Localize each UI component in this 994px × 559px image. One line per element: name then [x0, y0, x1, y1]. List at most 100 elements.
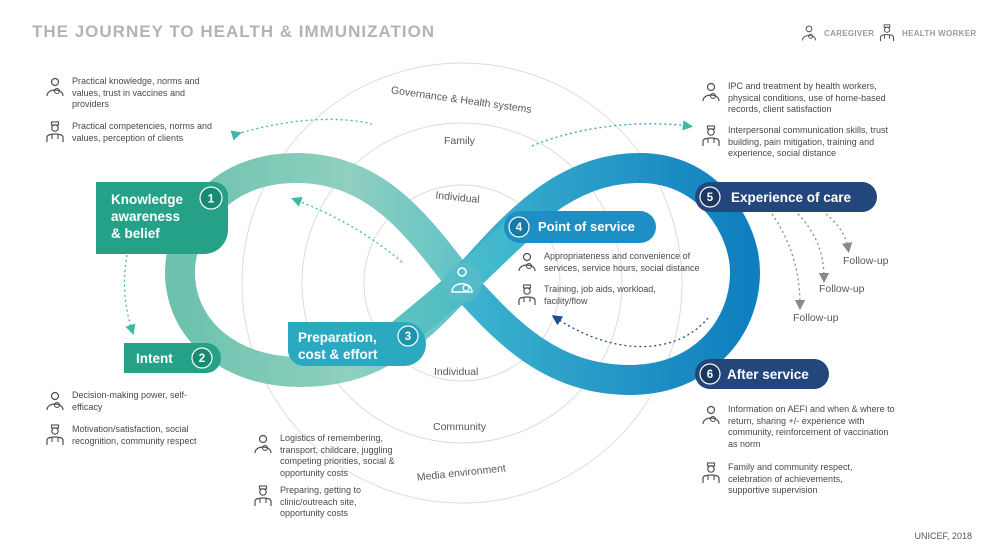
arrow-follow-up-3	[825, 213, 853, 254]
arrow-crossing-to-knowledge	[291, 197, 403, 263]
follow-up-label: Follow-up	[793, 312, 839, 324]
note-after-worker: Family and community respect, celebratio…	[700, 462, 885, 497]
ring-label-governance: Governance & Health systems	[390, 84, 532, 116]
stage-1-number-badge	[199, 186, 223, 210]
health-worker-icon	[44, 424, 66, 446]
stage-1-box	[96, 182, 228, 254]
stage-4-number-badge	[508, 216, 530, 238]
note-experience-caregiver: IPC and treatment by health workers, phy…	[700, 81, 900, 116]
note-text: IPC and treatment by health workers, phy…	[728, 81, 886, 114]
note-prep-worker: Preparing, getting to clinic/outreach si…	[252, 485, 402, 520]
stage-2-number: 2	[199, 353, 205, 365]
context-rings	[241, 62, 683, 504]
stage-1-number: 1	[208, 192, 215, 206]
note-text: Information on AEFI and when & where to …	[728, 404, 895, 449]
arrow-return-to-service	[551, 315, 709, 348]
caregiver-icon	[252, 433, 274, 455]
note-intent-caregiver: Decision-making power, self-efficacy	[44, 390, 209, 413]
stage-6-number: 6	[707, 369, 713, 381]
ring-label-individual-bottom: Individual	[434, 366, 478, 378]
center-caregiver-icon	[442, 263, 482, 303]
arrow-knowledge-to-top	[230, 118, 373, 141]
note-text: Preparing, getting to clinic/outreach si…	[280, 485, 362, 518]
stage-1-title-line: Knowledge	[111, 192, 183, 207]
stage-5-number-badge	[699, 186, 721, 208]
health-worker-icon	[44, 121, 66, 143]
stage-1-title: Knowledge awareness & belief	[111, 192, 187, 241]
stage-6-after-service[interactable]: 6 After service	[695, 359, 829, 389]
stage-3-number: 3	[405, 331, 411, 343]
stage-4-point-of-service[interactable]: 4 Point of service	[504, 211, 656, 243]
stage-2-title: Intent	[136, 351, 173, 366]
arrow-top-to-experience	[531, 120, 694, 147]
legend-health-worker: HEALTH WORKER	[878, 24, 976, 42]
health-worker-icon	[516, 284, 538, 306]
legend-caregiver-label: CAREGIVER	[824, 28, 875, 38]
follow-up-label: Follow-up	[843, 255, 889, 267]
caregiver-icon	[44, 76, 66, 98]
ring-label-family: Family	[444, 135, 476, 147]
stage-5-experience-of-care[interactable]: 5 Experience of care	[695, 182, 877, 212]
stage-1-knowledge[interactable]: 1 Knowledge awareness & belief	[96, 182, 228, 254]
note-text: Family and community respect, celebratio…	[728, 462, 853, 495]
note-text: Practical competencies, norms and values…	[72, 121, 213, 143]
health-worker-icon	[700, 125, 722, 147]
note-text: Practical knowledge, norms and values, t…	[72, 76, 200, 109]
ring-center	[425, 246, 499, 320]
note-text: Logistics of remembering, transport, chi…	[280, 433, 395, 478]
stage-6-number-badge	[699, 363, 721, 385]
caregiver-icon	[700, 404, 722, 426]
page-title: THE JOURNEY TO HEALTH & IMMUNIZATION	[32, 22, 436, 41]
stage-2-intent[interactable]: 2 Intent	[124, 343, 221, 373]
health-worker-icon	[252, 485, 274, 507]
source-credit: UNICEF, 2018	[914, 531, 972, 541]
note-pos-worker: Training, job aids, workload, facility/f…	[516, 284, 691, 307]
ring-individual	[363, 184, 561, 382]
stage-3-preparation[interactable]: 3 Preparation, cost & effort	[288, 322, 426, 366]
caregiver-icon	[516, 251, 538, 273]
caregiver-icon	[700, 81, 722, 103]
follow-up-label: Follow-up	[819, 283, 865, 295]
stage-4-number: 4	[516, 222, 523, 234]
stage-3-box	[288, 322, 426, 366]
legend-health-worker-label: HEALTH WORKER	[902, 28, 977, 38]
stage-6-box	[695, 359, 829, 389]
note-text: Motivation/satisfaction, social recognit…	[72, 424, 197, 446]
stage-5-number: 5	[707, 192, 714, 204]
health-worker-icon	[878, 24, 896, 42]
follow-up-labels: Follow-up Follow-up Follow-up	[793, 255, 889, 324]
stage-1-title-line: awareness	[111, 209, 180, 224]
note-knowledge-caregiver: Practical knowledge, norms and values, t…	[44, 76, 214, 111]
stage-3-title-line: Preparation,	[298, 330, 377, 345]
stage-3-title: Preparation, cost & effort	[298, 330, 381, 362]
caregiver-icon	[44, 390, 66, 412]
note-prep-caregiver: Logistics of remembering, transport, chi…	[252, 433, 402, 479]
health-worker-icon	[700, 462, 722, 484]
flow-arrows	[123, 118, 853, 348]
legend-caregiver: CAREGIVER	[800, 24, 874, 42]
note-knowledge-worker: Practical competencies, norms and values…	[44, 121, 214, 144]
stage-3-number-badge	[397, 325, 419, 347]
note-experience-worker: Interpersonal communication skills, trus…	[700, 125, 910, 160]
note-pos-caregiver: Appropriateness and convenience of servi…	[516, 251, 716, 274]
right-loop-band	[447, 152, 761, 396]
stage-2-number-badge	[191, 347, 213, 369]
note-text: Interpersonal communication skills, trus…	[728, 125, 889, 158]
note-after-caregiver: Information on AEFI and when & where to …	[700, 404, 895, 450]
ring-governance	[241, 62, 683, 504]
ring-label-community: Community	[433, 421, 487, 433]
stage-4-title: Point of service	[538, 219, 635, 234]
ring-label-media: Media environment	[416, 462, 506, 483]
arrow-follow-up-1	[771, 213, 806, 311]
note-intent-worker: Motivation/satisfaction, social recognit…	[44, 424, 214, 447]
note-text: Decision-making power, self-efficacy	[72, 390, 188, 412]
arrow-knowledge-to-intent	[123, 249, 136, 335]
ring-family	[301, 122, 623, 444]
stage-5-box	[695, 182, 877, 212]
caregiver-icon	[800, 24, 818, 42]
stage-3-title-line: cost & effort	[298, 347, 378, 362]
note-text: Appropriateness and convenience of servi…	[544, 251, 700, 273]
arrow-follow-up-2	[797, 213, 830, 284]
stage-6-title: After service	[727, 367, 809, 382]
